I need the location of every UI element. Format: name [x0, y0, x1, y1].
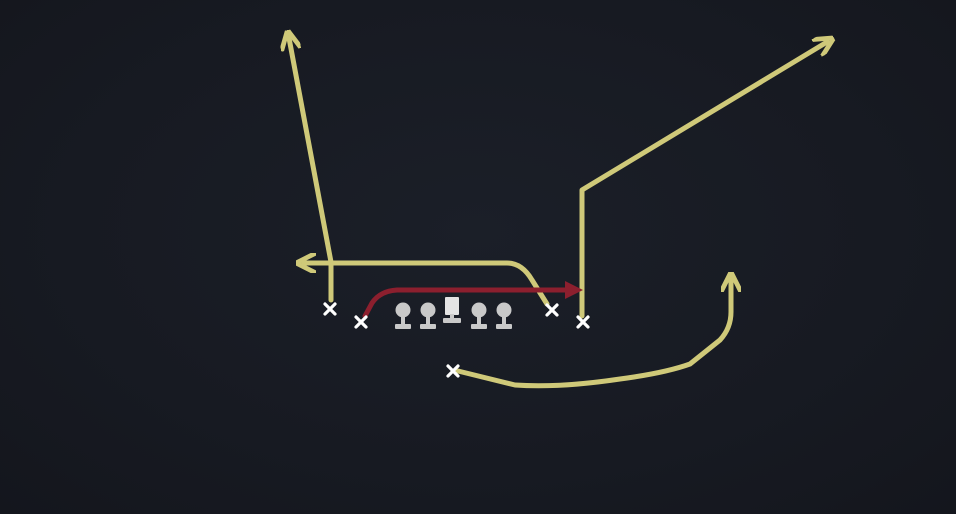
player-x-slot-left — [354, 315, 368, 329]
player-x-tight-end — [545, 303, 559, 317]
lineman-icon — [496, 302, 512, 329]
lineman-icon — [420, 302, 436, 329]
route-slot-primary — [362, 281, 583, 319]
lineman-icon — [395, 302, 411, 329]
lineman-icon — [471, 302, 487, 329]
route-receiver-right-post — [579, 42, 827, 319]
center-icon — [443, 297, 461, 323]
player-x-running-back — [446, 364, 460, 378]
player-x-receiver-right — [576, 315, 590, 329]
player-x-receiver-left — [323, 302, 337, 316]
route-tight-end-drag — [304, 263, 550, 307]
route-running-back-wheel — [455, 280, 731, 389]
